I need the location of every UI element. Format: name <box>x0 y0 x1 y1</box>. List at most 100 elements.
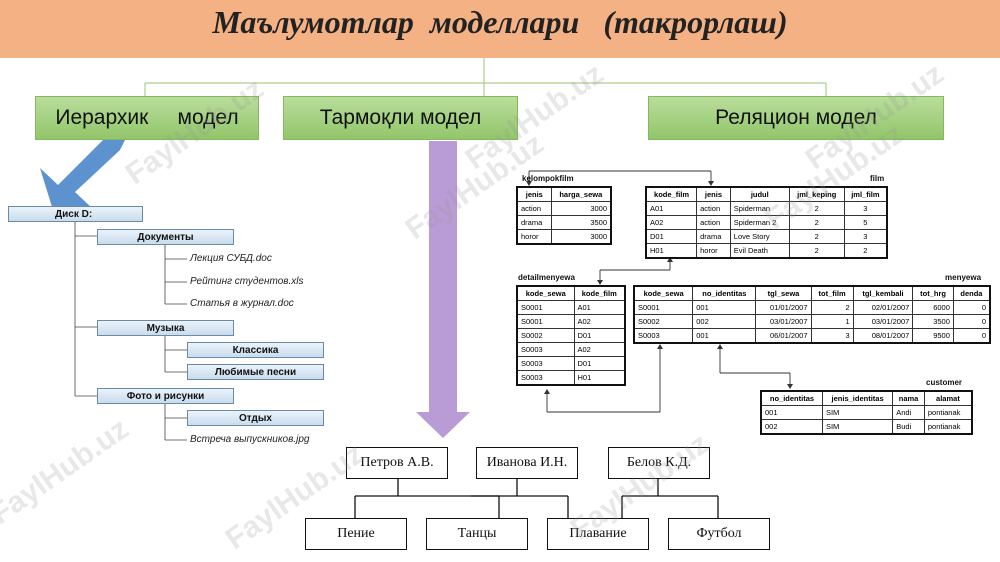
column-header: kode_sewa <box>516 285 575 301</box>
table-cell: S0001 <box>633 300 694 315</box>
column-header: denda <box>952 285 991 301</box>
network-lines <box>354 478 719 518</box>
table-cell: D01 <box>573 356 626 371</box>
tree-folder-music: Музыка <box>97 320 234 336</box>
table-cell: SIM <box>821 419 894 435</box>
table-cell: 03/01/2007 <box>755 314 812 329</box>
tree-file-rating: Рейтинг студентов.xls <box>190 276 304 287</box>
network-node-belov: Белов К.Д. <box>608 447 710 479</box>
table-cell: 5 <box>843 215 888 230</box>
table-cell: SIM <box>821 405 894 420</box>
network-node-dancing: Танцы <box>426 518 528 550</box>
hierarchical-model-box: Иерархик модел <box>35 96 259 140</box>
relation-arrowheads <box>526 181 793 394</box>
table-cell: 06/01/2007 <box>755 328 812 344</box>
network-node-ivanova: Иванова И.Н. <box>476 447 578 479</box>
network-node-swimming: Плавание <box>547 518 649 550</box>
table-cell: A02 <box>645 215 698 230</box>
table-cell: 3 <box>843 201 888 216</box>
table-cell: 2 <box>788 243 845 259</box>
table-title-menyewa: menyewa <box>945 273 982 282</box>
table-cell: Love Story <box>729 229 790 244</box>
column-header: harga_sewa <box>550 186 612 202</box>
network-model-box: Тармоқли модел <box>283 96 518 140</box>
table-cell: 02/01/2007 <box>852 300 914 315</box>
table-title-kelompokfilm: kelompokfilm <box>522 174 574 183</box>
column-header: tot_film <box>810 285 854 301</box>
column-header: kode_sewa <box>633 285 694 301</box>
table-cell: horor <box>516 229 552 245</box>
table-cell: 001 <box>692 328 757 344</box>
table-cell: A01 <box>645 201 698 216</box>
blue-arrow-icon <box>40 140 125 208</box>
slide-title: Маълумотлар моделлари (такрорлаш) <box>212 4 788 40</box>
table-cell: Budi <box>892 419 925 435</box>
table-cell: 001 <box>760 405 823 420</box>
column-header: jenis <box>516 186 552 202</box>
table-cell: drama <box>696 229 731 244</box>
table-cell: pontianak <box>923 405 973 420</box>
table-cell: S0001 <box>516 314 575 329</box>
column-header: no_identitas <box>760 390 823 406</box>
column-header: tot_hrg <box>912 285 954 301</box>
table-cell: 002 <box>760 419 823 435</box>
table-cell: 001 <box>692 300 757 315</box>
table-cell: action <box>516 201 552 216</box>
tree-item-songs: Любимые песни <box>187 364 324 380</box>
table-cell: D01 <box>573 328 626 343</box>
table-cell: pontianak <box>923 419 973 435</box>
tree-file-meeting: Встреча выпускников.jpg <box>190 434 310 445</box>
table-cell: S0001 <box>516 300 575 315</box>
table-cell: 002 <box>692 314 757 329</box>
column-header: jenis <box>696 186 731 202</box>
column-header: jml_film <box>843 186 888 202</box>
tree-folder-documents: Документы <box>97 229 234 245</box>
table-cell: 1 <box>810 314 854 329</box>
column-header: tgl_sewa <box>755 285 812 301</box>
tree-item-classic: Классика <box>187 342 324 358</box>
table-cell: 3500 <box>912 314 954 329</box>
tree-root: Диск D: <box>8 206 143 222</box>
tree-lines <box>74 221 187 441</box>
table-cell: 2 <box>843 243 888 259</box>
tree-item-rest: Отдых <box>187 410 324 426</box>
table-cell: 9500 <box>912 328 954 344</box>
column-header: kode_film <box>573 285 626 301</box>
tree-file-article: Статья в журнал.doc <box>190 298 294 309</box>
table-cell: H01 <box>573 370 626 386</box>
column-header: kode_film <box>645 186 698 202</box>
table-cell: A02 <box>573 314 626 329</box>
table-cell: S0003 <box>516 370 575 386</box>
table-title-customer: customer <box>926 378 963 387</box>
table-cell: action <box>696 201 731 216</box>
table-cell: S0003 <box>633 328 694 344</box>
table-cell: action <box>696 215 731 230</box>
network-node-singing: Пение <box>305 518 407 550</box>
table-cell: S0002 <box>516 328 575 343</box>
table-cell: A02 <box>573 342 626 357</box>
title-bar <box>0 0 1000 58</box>
table-cell: drama <box>516 215 552 230</box>
model-connector-lines <box>144 58 827 96</box>
table-cell: 08/01/2007 <box>852 328 914 344</box>
